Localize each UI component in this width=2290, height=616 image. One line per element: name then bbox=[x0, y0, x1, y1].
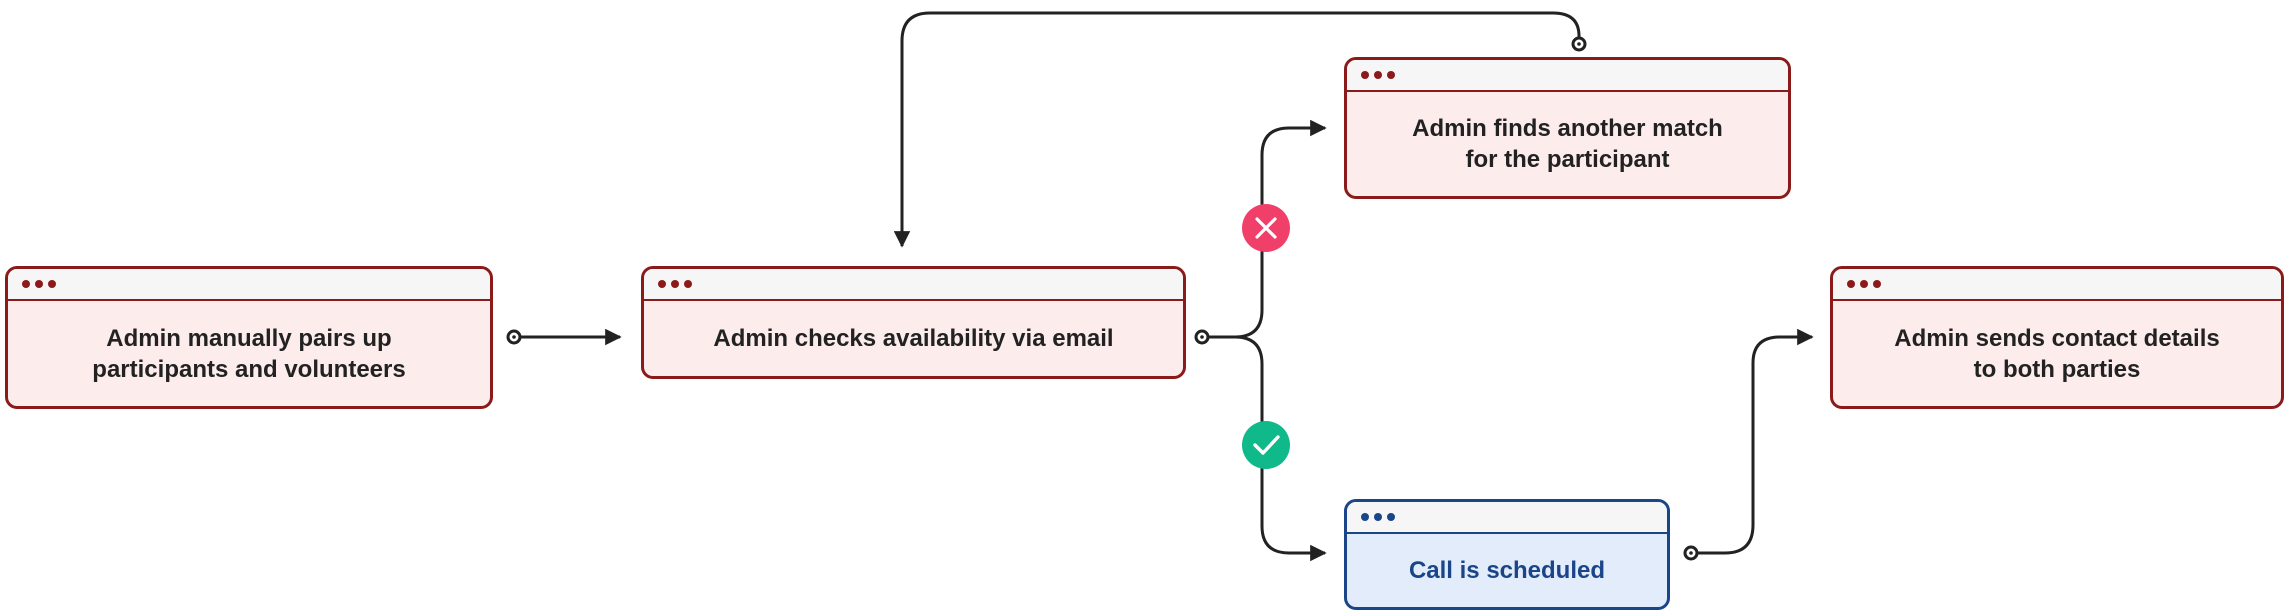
node-pair: Admin manually pairs up participants and… bbox=[5, 266, 493, 409]
edge-rematch-origin-pip bbox=[1577, 42, 1581, 46]
node-scheduled: Call is scheduled bbox=[1344, 499, 1670, 610]
window-dot-icon bbox=[684, 280, 692, 288]
node-label: Admin finds another match for the partic… bbox=[1412, 115, 1723, 173]
window-dot-icon bbox=[1387, 71, 1395, 79]
edge-check-to-scheduled bbox=[1234, 335, 1327, 562]
window-dot-icon bbox=[1860, 280, 1868, 288]
node-body: Admin sends contact details to both part… bbox=[1833, 301, 2281, 406]
node-contact: Admin sends contact details to both part… bbox=[1830, 266, 2284, 409]
window-dot-icon bbox=[1847, 280, 1855, 288]
check-icon bbox=[1242, 421, 1290, 469]
edge-check-origin-pip bbox=[1200, 335, 1204, 339]
window-dot-icon bbox=[1374, 71, 1382, 79]
node-check: Admin checks availability via email bbox=[641, 266, 1186, 379]
window-dot-icon bbox=[658, 280, 666, 288]
node-rematch: Admin finds another match for the partic… bbox=[1344, 57, 1791, 199]
edge-rematch-to-check bbox=[893, 11, 1581, 248]
window-dot-icon bbox=[671, 280, 679, 288]
node-label: Admin sends contact details to both part… bbox=[1894, 324, 2220, 383]
edge-scheduled-to-contact bbox=[1691, 328, 1814, 555]
window-dot-icon bbox=[48, 280, 56, 288]
node-titlebar bbox=[1347, 502, 1667, 534]
close-icon bbox=[1242, 204, 1290, 252]
window-dot-icon bbox=[1361, 513, 1369, 521]
edge-pair-to-check-origin-pip bbox=[512, 335, 516, 339]
node-titlebar bbox=[644, 269, 1183, 301]
window-dot-icon bbox=[22, 280, 30, 288]
window-dot-icon bbox=[1873, 280, 1881, 288]
node-label: Admin manually pairs up participants and… bbox=[92, 324, 406, 383]
node-label: Call is scheduled bbox=[1408, 557, 1606, 584]
node-titlebar bbox=[1833, 269, 2281, 301]
node-titlebar bbox=[1347, 60, 1788, 92]
node-body: Admin manually pairs up participants and… bbox=[8, 301, 490, 406]
window-dot-icon bbox=[1387, 513, 1395, 521]
window-dot-icon bbox=[1374, 513, 1382, 521]
node-body: Admin finds another match for the partic… bbox=[1347, 92, 1788, 196]
window-dot-icon bbox=[35, 280, 43, 288]
window-dot-icon bbox=[1361, 71, 1369, 79]
edge-scheduled-origin-pip bbox=[1689, 551, 1693, 555]
node-body: Call is scheduled bbox=[1347, 534, 1667, 607]
node-titlebar bbox=[8, 269, 490, 301]
node-label: Admin checks availability via email bbox=[713, 325, 1114, 352]
node-body: Admin checks availability via email bbox=[644, 301, 1183, 376]
